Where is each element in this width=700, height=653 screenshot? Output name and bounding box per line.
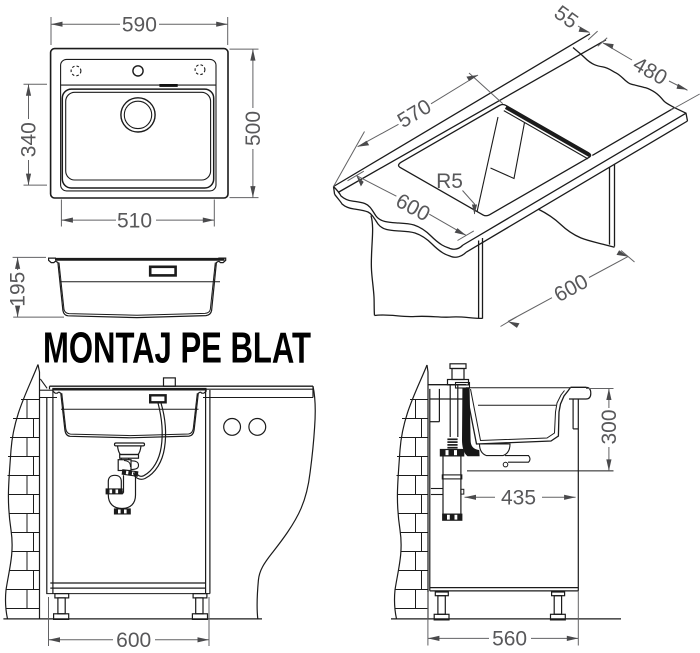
svg-text:560: 560 bbox=[492, 628, 527, 651]
svg-text:510: 510 bbox=[117, 209, 152, 232]
svg-text:600: 600 bbox=[116, 629, 151, 652]
svg-text:195: 195 bbox=[7, 272, 30, 307]
svg-text:435: 435 bbox=[501, 486, 536, 509]
svg-text:340: 340 bbox=[18, 122, 41, 157]
svg-text:R5: R5 bbox=[436, 170, 463, 193]
svg-text:590: 590 bbox=[122, 14, 157, 37]
svg-text:MONTAJ PE BLAT: MONTAJ PE BLAT bbox=[43, 324, 311, 373]
svg-text:300: 300 bbox=[598, 409, 621, 444]
svg-text:500: 500 bbox=[242, 111, 265, 146]
